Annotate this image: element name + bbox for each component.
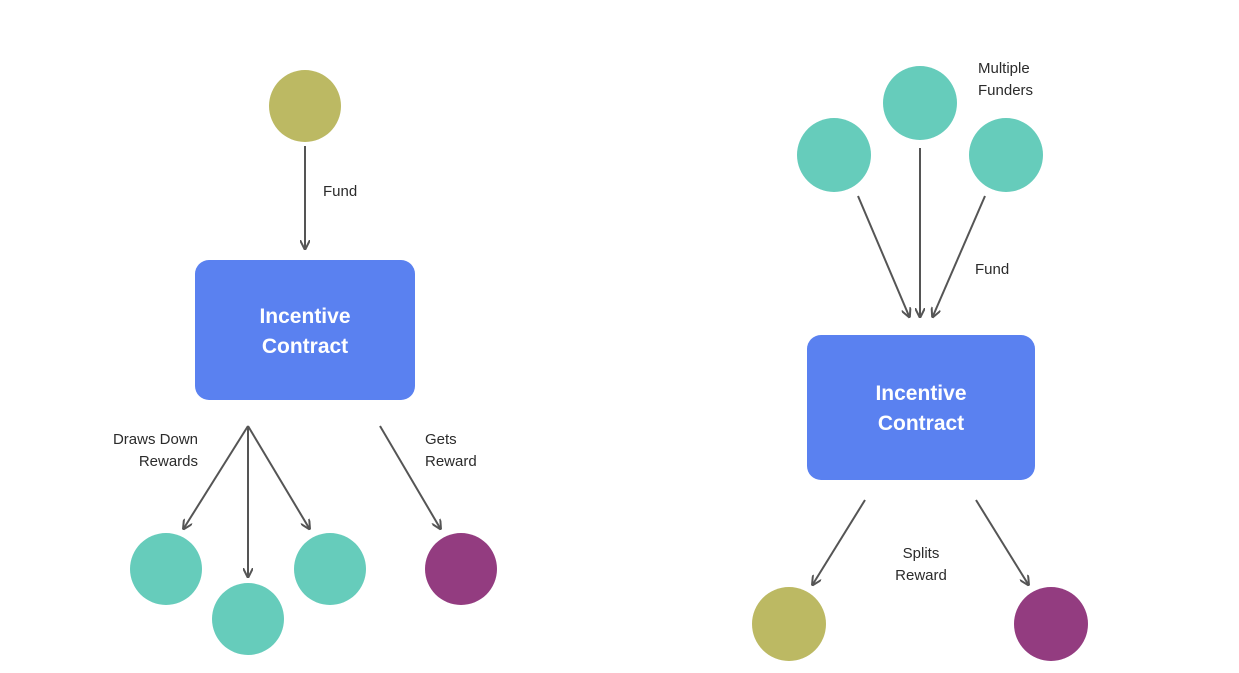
- right-recipient-node-1: [752, 587, 826, 661]
- right-split-arrow-2: [975, 499, 1028, 584]
- left-gets-arrow: [379, 425, 440, 528]
- right-diagram: Multiple Funders Fund Incentive Contract…: [752, 60, 1088, 661]
- right-splits-label-line2: Reward: [895, 567, 947, 584]
- left-gets-label-line1: Gets: [425, 431, 457, 448]
- right-fund-arrow-1: [857, 195, 909, 316]
- left-draw-arrow-3: [247, 425, 309, 528]
- left-recipient-node-1: [130, 533, 202, 605]
- right-funders-label-line1: Multiple: [978, 60, 1030, 77]
- left-draw-arrow-1: [184, 425, 249, 528]
- right-split-arrow-1: [813, 499, 866, 584]
- left-draws-label-line1: Draws Down: [113, 431, 198, 448]
- left-reward-node: [425, 533, 497, 605]
- left-funder-node: [269, 70, 341, 142]
- left-draws-label-line2: Rewards: [139, 453, 198, 470]
- right-recipient-node-2: [1014, 587, 1088, 661]
- right-funder-node-1: [797, 118, 871, 192]
- right-funder-node-2: [883, 66, 957, 140]
- left-gets-label-line2: Reward: [425, 453, 477, 470]
- left-fund-label: Fund: [323, 183, 357, 200]
- right-fund-label: Fund: [975, 261, 1009, 278]
- left-contract-box: [195, 260, 415, 400]
- right-funder-node-3: [969, 118, 1043, 192]
- left-contract-label-line1: Incentive: [259, 305, 350, 328]
- right-contract-label-line2: Contract: [878, 412, 964, 435]
- left-contract-label-line2: Contract: [262, 335, 348, 358]
- right-contract-label-line1: Incentive: [875, 382, 966, 405]
- right-contract-box: [807, 335, 1035, 480]
- left-diagram: Fund Incentive Contract Draws Down Rewar…: [113, 70, 497, 655]
- left-recipient-node-3: [294, 533, 366, 605]
- left-recipient-node-2: [212, 583, 284, 655]
- right-fund-arrow-3: [933, 195, 986, 316]
- right-funders-label-line2: Funders: [978, 82, 1033, 99]
- right-splits-label-line1: Splits: [903, 545, 940, 562]
